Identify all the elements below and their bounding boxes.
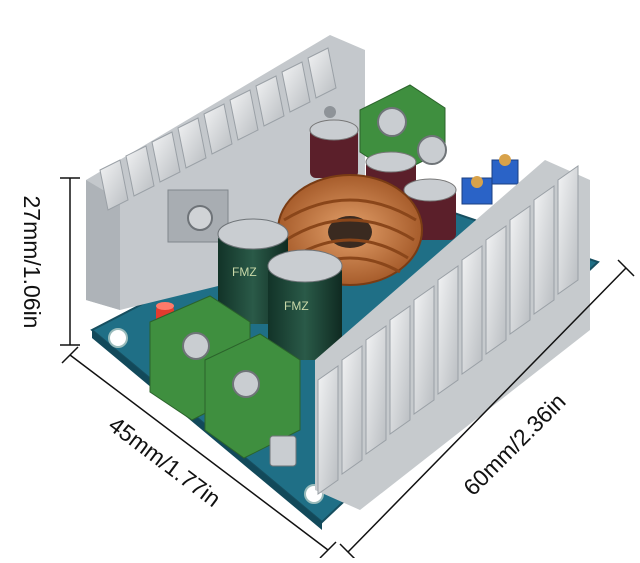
height-label: 27mm/1.06in <box>19 196 45 329</box>
front-heatsink <box>315 160 590 510</box>
large-capacitors: FMZ FMZ <box>217 218 343 360</box>
smd-component <box>269 435 297 467</box>
height-dimension: 27mm/1.06in <box>19 177 80 346</box>
mounting-hole <box>108 328 128 348</box>
capacitor-marking: FMZ <box>232 265 257 279</box>
terminal-block-front <box>149 295 301 459</box>
capacitor-marking: FMZ <box>284 299 309 313</box>
trimmer-potentiometers <box>461 154 519 205</box>
